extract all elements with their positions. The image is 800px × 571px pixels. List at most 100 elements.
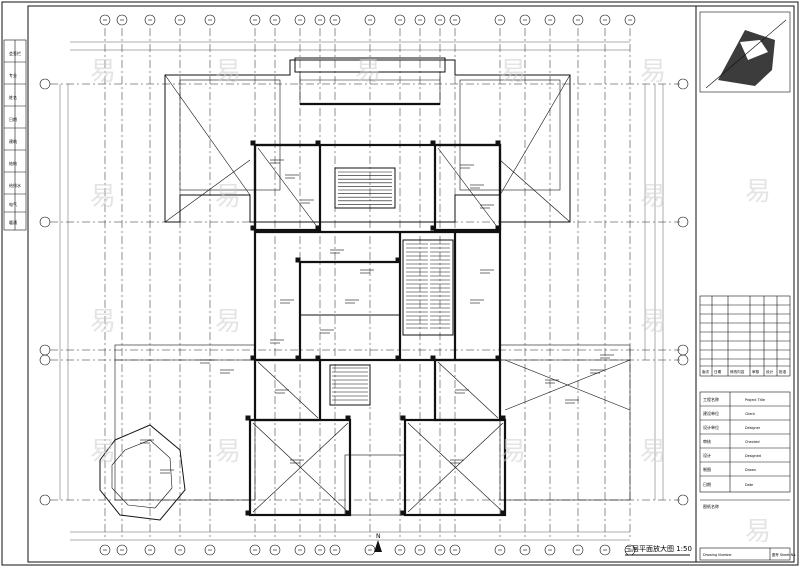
grid-bubble-top — [144, 14, 156, 26]
info-row-2-cn: 设计单位 — [703, 424, 719, 430]
info-row-3-cn: 审核 — [703, 438, 711, 444]
grid-bubble-top — [314, 14, 326, 26]
north-arrow: N — [374, 533, 382, 552]
grid-bubble-top — [434, 14, 446, 26]
grid-bubble-top — [204, 14, 216, 26]
grid-bubble-top — [599, 14, 611, 26]
grid-bubble-bottom — [449, 544, 461, 556]
strip-label-2: 姓名 — [9, 94, 17, 100]
watermark-layer: 易易易易易易易易易易易易易易易易易 — [90, 57, 771, 547]
watermark-glyph: 易 — [90, 307, 116, 337]
column-marker — [400, 415, 406, 421]
grid-bubble-top — [99, 14, 111, 26]
grid-bubble-bottom — [269, 544, 281, 556]
grid-bubble-right — [677, 494, 689, 506]
grid-bubble-left — [39, 216, 51, 228]
column-marker — [295, 355, 301, 361]
column-marker — [395, 355, 401, 361]
grid-bubble-bottom — [99, 544, 111, 556]
plan-title: 三层平面放大图 1:50 — [625, 544, 692, 553]
grid-bubble-top — [269, 14, 281, 26]
grid-bubble-left — [39, 354, 51, 366]
info-row-1-en: Client — [745, 412, 755, 416]
grid-bubble-bottom — [519, 544, 531, 556]
grid-bubble-right — [677, 78, 689, 90]
watermark-glyph: 易 — [215, 182, 241, 212]
grid-bubble-top — [449, 14, 461, 26]
column-marker — [395, 257, 401, 263]
watermark-glyph: 易 — [90, 437, 116, 467]
watermark-glyph: 易 — [640, 57, 666, 87]
grid-bubble-right — [677, 216, 689, 228]
column-marker — [345, 415, 351, 421]
strip-label-1: 专业 — [9, 72, 17, 78]
grid-bubble-top — [494, 14, 506, 26]
sheet-number-box — [699, 547, 791, 561]
column-marker — [430, 355, 436, 361]
grid-bubble-top — [174, 14, 186, 26]
column-marker — [315, 140, 321, 146]
watermark-glyph: 易 — [90, 57, 116, 87]
grid-bubble-bottom — [174, 544, 186, 556]
rev-header-0: 版次 — [702, 369, 710, 374]
grid-bubble-top — [116, 14, 128, 26]
watermark-glyph: 易 — [745, 177, 771, 207]
title-info-rows: 工程名称 Project Title 建设单位 Client 设计单位 Desi… — [699, 391, 791, 493]
column-marker — [495, 140, 501, 146]
info-row-1-cn: 建设单位 — [703, 410, 719, 416]
key-plan-building — [718, 30, 775, 86]
grid-bubble-bottom — [329, 544, 341, 556]
strip-label-4: 建筑 — [9, 138, 17, 144]
strip-label-3: 日期 — [9, 116, 17, 122]
grid-bubble-bottom — [494, 544, 506, 556]
grid-bubble-bottom — [544, 544, 556, 556]
strip-label-7: 电气 — [9, 201, 17, 207]
info-row-2-en: Designer — [745, 426, 761, 430]
strip-label-8: 暖通 — [9, 219, 17, 225]
grid-bubble-bottom — [144, 544, 156, 556]
grid-bubble-bottom — [116, 544, 128, 556]
north-label: N — [376, 533, 381, 540]
title-block: 版次 日期 修改内容 审核 设计 批准 工程名称 Project Title 建… — [695, 5, 796, 563]
grid-bubble-bottom — [314, 544, 326, 556]
column-marker — [430, 140, 436, 146]
rev-header-3: 审核 — [752, 369, 760, 374]
column-marker — [245, 415, 251, 421]
watermark-glyph: 易 — [500, 437, 526, 467]
grid-bubble-top — [572, 14, 584, 26]
column-marker — [250, 140, 256, 146]
grid-bubble-top — [364, 14, 376, 26]
column-marker — [500, 415, 506, 421]
side-terraces — [114, 344, 631, 501]
sheet-label: 图纸名称 — [703, 503, 719, 509]
grid-bubble-bottom — [394, 544, 406, 556]
column-marker — [250, 225, 256, 231]
column-marker — [245, 510, 251, 516]
sheet-number-label: 图号 Sheet No. — [772, 552, 796, 557]
grid-bubble-top — [519, 14, 531, 26]
strip-label-5: 结构 — [9, 160, 17, 166]
rev-header-4: 设计 — [766, 369, 774, 374]
info-row-3-en: Checked — [745, 440, 760, 444]
info-row-5-en: Drawn — [745, 468, 756, 472]
stair-treads — [332, 171, 450, 401]
watermark-glyph: 易 — [215, 437, 241, 467]
dimension-lines — [59, 41, 664, 541]
grid-bubble-bottom — [414, 544, 426, 556]
roof-outline — [164, 59, 571, 223]
grid-bubble-bottom — [572, 544, 584, 556]
info-row-4-cn: 设计 — [703, 452, 711, 458]
grid-bubble-top — [329, 14, 341, 26]
column-marker — [500, 510, 506, 516]
info-row-4-en: Designed — [745, 454, 761, 458]
drawing-title: 三层平面放大图 1:50 — [625, 544, 692, 556]
watermark-glyph: 易 — [745, 517, 771, 547]
watermark-glyph: 易 — [215, 57, 241, 87]
column-marker — [495, 355, 501, 361]
watermark-glyph: 易 — [500, 57, 526, 87]
column-marker — [315, 355, 321, 361]
key-plan-box — [699, 11, 791, 93]
column-marker — [400, 510, 406, 516]
info-row-0-cn: 工程名称 — [703, 396, 719, 402]
column-marker — [345, 510, 351, 516]
